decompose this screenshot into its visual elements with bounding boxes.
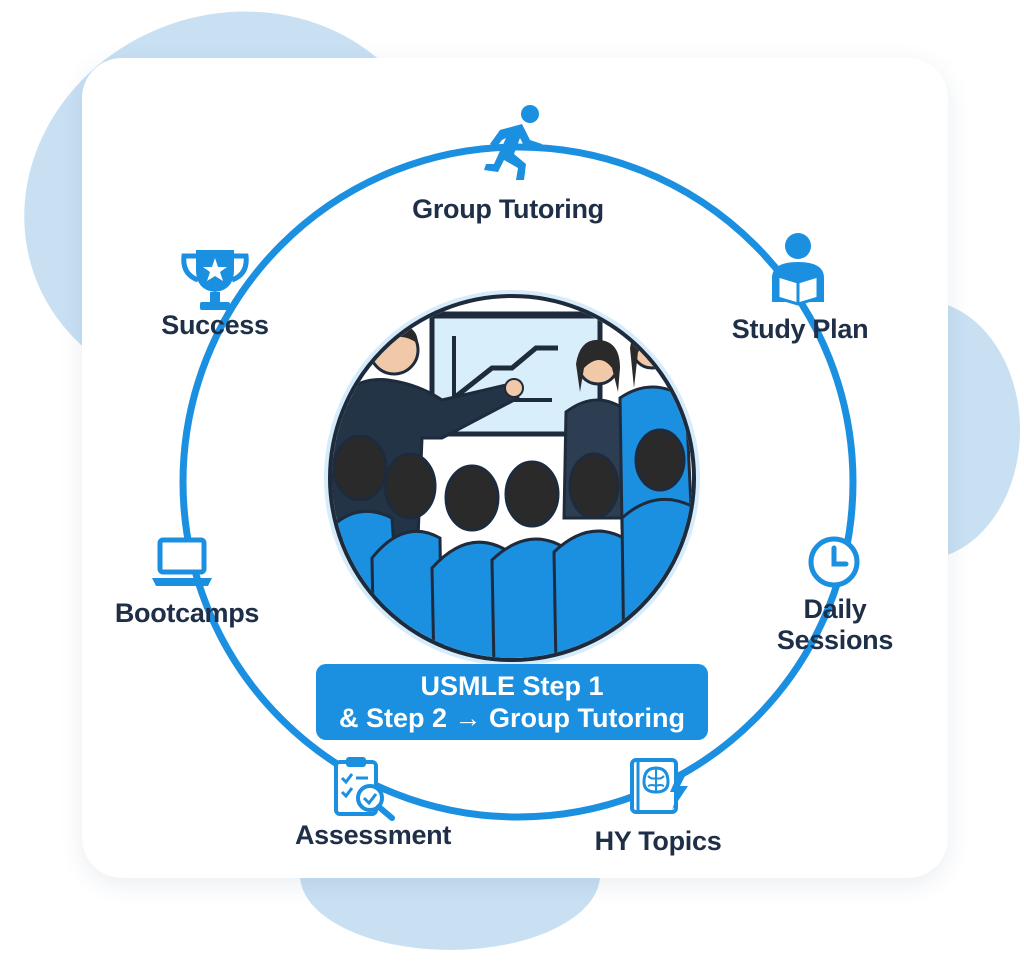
banner-line-1: USMLE Step 1	[420, 671, 604, 701]
item-label-group-tutoring: Group Tutoring	[412, 194, 604, 224]
classroom-illustration	[324, 290, 700, 666]
item-label-hy-topics: HY Topics	[594, 826, 722, 856]
brain-book-icon	[630, 758, 688, 814]
item-label-daily-sessions: Daily Sessions	[760, 594, 910, 656]
reading-person-icon	[772, 233, 824, 306]
center-banner: USMLE Step 1 & Step 2 → Group Tutoring	[316, 664, 708, 740]
item-label-sessions: Sessions	[776, 625, 894, 655]
item-label-bootcamps: Bootcamps	[114, 598, 260, 628]
clipboard-search-icon	[334, 757, 395, 821]
banner-line-2: & Step 2 → Group Tutoring	[339, 703, 685, 733]
item-label-daily: Daily	[803, 594, 867, 624]
running-person-icon	[484, 105, 542, 180]
laptop-icon	[152, 537, 212, 586]
trophy-icon	[181, 250, 249, 310]
item-label-study-plan: Study Plan	[731, 314, 869, 344]
clock-icon	[808, 536, 860, 588]
item-label-assessment: Assessment	[294, 820, 452, 850]
item-label-success: Success	[161, 310, 269, 340]
